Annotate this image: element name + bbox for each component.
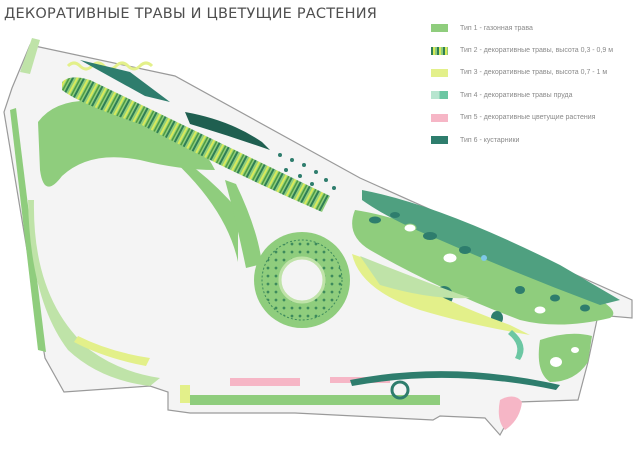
page-title: ДЕКОРАТИВНЫЕ ТРАВЫ И ЦВЕТУЩИЕ РАСТЕНИЯ: [4, 6, 378, 22]
shrub-dot-cluster: [278, 153, 336, 190]
legend-item-type5: Тип 5 - декоративные цветущие растения: [431, 107, 631, 129]
legend-swatch-shrubs: [431, 136, 448, 145]
lawn-west-arc: [28, 200, 160, 386]
legend-label-type2: Тип 2 - декоративные травы, высота 0,3 -…: [460, 47, 614, 55]
lawn-light-east: [360, 256, 470, 299]
pond: [481, 255, 487, 261]
tall-grass-south: [180, 385, 190, 403]
striped-grass-band-north: [62, 77, 330, 212]
lawn-west-wedge: [38, 100, 215, 187]
legend-swatch-lawn: [431, 24, 448, 33]
legend-swatch-pond-grass: [431, 91, 448, 100]
shrub-dots-southeast: [550, 347, 579, 367]
lawn-southeast: [538, 333, 592, 382]
legend-item-type2: Тип 2 - декоративные травы, высота 0,3 -…: [431, 39, 631, 61]
legend-label-type1: Тип 1 - газонная трава: [460, 24, 533, 32]
lawn-band-east: [352, 210, 614, 325]
planting-ring-south: [390, 380, 410, 400]
legend-swatch-grass-tall: [431, 68, 448, 77]
legend-item-type1: Тип 1 - газонная трава: [431, 17, 631, 39]
flower-strip-south: [230, 378, 300, 386]
legend-item-type3: Тип 3 - декоративные травы, высота 0,7 -…: [431, 62, 631, 84]
legend-item-type4: Тип 4 - декоративные травы пруда: [431, 84, 631, 106]
flower-bed-southeast: [498, 396, 522, 430]
legend-swatch-grass-low: [431, 46, 448, 55]
legend-label-type5: Тип 5 - декоративные цветущие растения: [460, 114, 596, 122]
shrub-band-east: [362, 190, 620, 305]
legend-label-type6: Тип 6 - кустарники: [460, 136, 520, 144]
pond-grass-blobs: [403, 223, 547, 315]
legend: Тип 1 - газонная трава Тип 2 - декоратив…: [431, 17, 631, 151]
lawn-strip-south: [190, 395, 440, 405]
shrub-band-north: [80, 60, 170, 102]
lawn-strip-west: [10, 108, 46, 352]
shrub-band-north-east: [185, 112, 270, 150]
legend-swatch-flowers: [431, 113, 448, 122]
lawn-strip-north-west: [20, 38, 40, 74]
tall-grass-arc-south: [74, 336, 150, 366]
lawn-central-spike: [225, 180, 262, 268]
legend-label-type4: Тип 4 - декоративные травы пруда: [460, 91, 573, 99]
planting-circle-inner: [278, 256, 326, 304]
lawn-central-triangle: [150, 140, 238, 262]
shrub-arc-south: [350, 371, 560, 390]
pond-grass-curve: [508, 330, 524, 360]
legend-label-type3: Тип 3 - декоративные травы, высота 0,7 -…: [460, 69, 608, 77]
legend-item-type6: Тип 6 - кустарники: [431, 129, 631, 151]
